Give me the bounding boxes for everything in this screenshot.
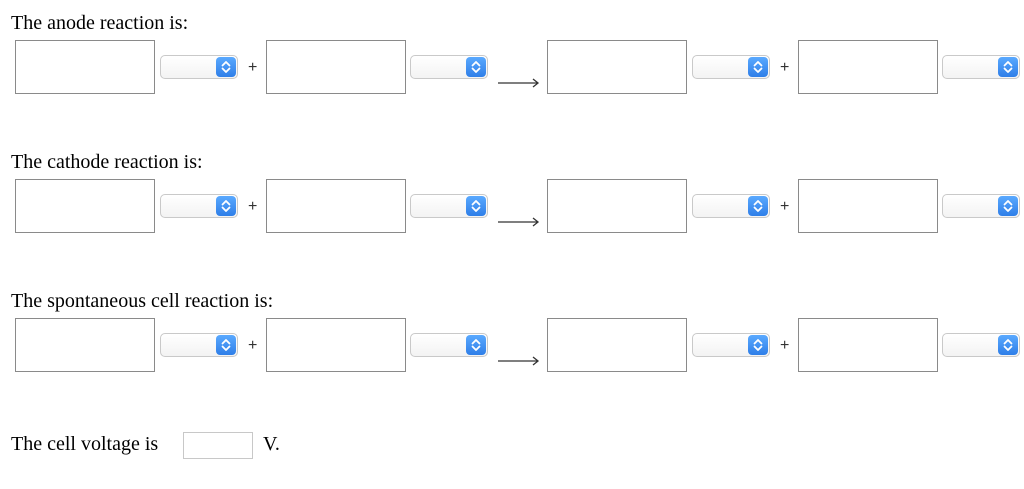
chevron-up-down-icon[interactable] bbox=[466, 335, 486, 355]
product-1-state-select[interactable] bbox=[692, 333, 770, 357]
product-1-state-select[interactable] bbox=[692, 194, 770, 218]
product-2-state-select[interactable] bbox=[942, 194, 1020, 218]
product-2-box[interactable] bbox=[798, 318, 938, 372]
chevron-up-down-icon[interactable] bbox=[466, 57, 486, 77]
reactant-1-state-select[interactable] bbox=[160, 55, 238, 79]
product-2-state-select[interactable] bbox=[942, 55, 1020, 79]
cathode-equation-row: + + bbox=[0, 179, 1024, 239]
product-2-box[interactable] bbox=[798, 179, 938, 233]
anode-reaction-label: The anode reaction is: bbox=[11, 12, 189, 34]
reactant-2-box[interactable] bbox=[266, 318, 406, 372]
reactant-1-state-select[interactable] bbox=[160, 333, 238, 357]
product-1-box[interactable] bbox=[547, 40, 687, 94]
chevron-up-down-icon[interactable] bbox=[748, 57, 768, 77]
plus-sign: + bbox=[780, 337, 790, 354]
chevron-up-down-icon[interactable] bbox=[748, 335, 768, 355]
reactant-2-state-select[interactable] bbox=[410, 55, 488, 79]
reactant-2-box[interactable] bbox=[266, 40, 406, 94]
chevron-up-down-icon[interactable] bbox=[998, 57, 1018, 77]
reactant-1-box[interactable] bbox=[15, 179, 155, 233]
right-arrow-icon bbox=[498, 217, 540, 227]
plus-sign: + bbox=[780, 198, 790, 215]
product-1-state-select[interactable] bbox=[692, 55, 770, 79]
voltage-unit-label: V. bbox=[263, 433, 280, 455]
product-2-state-select[interactable] bbox=[942, 333, 1020, 357]
plus-sign: + bbox=[248, 337, 258, 354]
chevron-up-down-icon[interactable] bbox=[466, 196, 486, 216]
cell-equation-row: + + bbox=[0, 318, 1024, 378]
chevron-up-down-icon[interactable] bbox=[216, 196, 236, 216]
plus-sign: + bbox=[248, 198, 258, 215]
reactant-1-box[interactable] bbox=[15, 318, 155, 372]
reactant-2-state-select[interactable] bbox=[410, 194, 488, 218]
chevron-up-down-icon[interactable] bbox=[998, 196, 1018, 216]
product-1-box[interactable] bbox=[547, 318, 687, 372]
reactant-2-state-select[interactable] bbox=[410, 333, 488, 357]
plus-sign: + bbox=[248, 59, 258, 76]
chevron-up-down-icon[interactable] bbox=[216, 335, 236, 355]
chevron-up-down-icon[interactable] bbox=[748, 196, 768, 216]
plus-sign: + bbox=[780, 59, 790, 76]
cathode-reaction-label: The cathode reaction is: bbox=[11, 151, 203, 173]
chevron-up-down-icon[interactable] bbox=[998, 335, 1018, 355]
reactant-1-state-select[interactable] bbox=[160, 194, 238, 218]
chevron-up-down-icon[interactable] bbox=[216, 57, 236, 77]
right-arrow-icon bbox=[498, 78, 540, 88]
reactant-2-box[interactable] bbox=[266, 179, 406, 233]
anode-equation-row: + + bbox=[0, 40, 1024, 100]
cell-voltage-input[interactable] bbox=[183, 432, 253, 459]
product-1-box[interactable] bbox=[547, 179, 687, 233]
right-arrow-icon bbox=[498, 356, 540, 366]
cell-voltage-label: The cell voltage is bbox=[11, 433, 159, 455]
reactant-1-box[interactable] bbox=[15, 40, 155, 94]
cell-reaction-label: The spontaneous cell reaction is: bbox=[11, 290, 274, 312]
product-2-box[interactable] bbox=[798, 40, 938, 94]
